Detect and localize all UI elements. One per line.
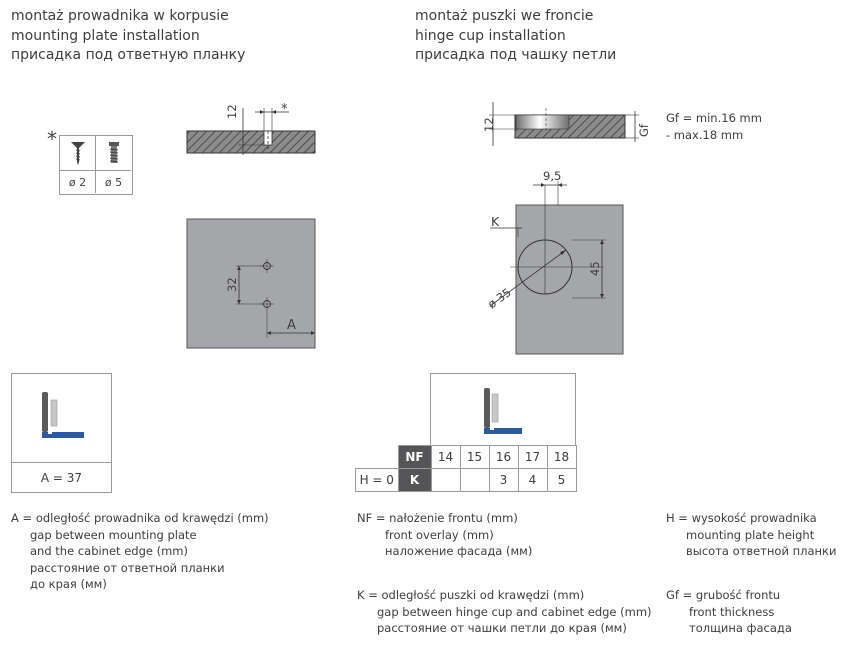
cup-section-diagram xyxy=(489,102,639,146)
left-heading-ru: присадка под ответную планку xyxy=(11,47,246,63)
k-value xyxy=(430,468,461,492)
left-heading: montaż prowadnika w korpusie mounting pl… xyxy=(11,7,245,66)
legend-a: A = odległość prowadnika od krawędzi (mm… xyxy=(11,510,269,593)
legend-k-en: gap between hinge cup and cabinet edge (… xyxy=(377,604,652,619)
legend-gf-ru: толщина фасада xyxy=(689,621,792,635)
legend-a-ru1: расстояние от ответной планки xyxy=(30,560,225,575)
plate-edge-label: A xyxy=(287,318,296,333)
legend-h: H = wysokość prowadnika mounting plate h… xyxy=(666,510,836,560)
k-value: 5 xyxy=(546,468,577,492)
table-row: NF 14 15 16 17 18 xyxy=(356,445,577,469)
k-header: K xyxy=(397,468,432,492)
cup-k-label: K xyxy=(491,214,500,229)
legend-h-ru: высота ответной планки xyxy=(686,544,837,558)
legend-a-ru2: до края (мм) xyxy=(30,577,107,591)
a-value-box: A = 37 xyxy=(11,373,112,493)
legend-gf-en: front thickness xyxy=(689,604,775,619)
cup-depth-label: 12 xyxy=(482,117,496,132)
nf-value: 17 xyxy=(517,445,548,469)
nf-value: 16 xyxy=(488,445,519,469)
legend-a-pl: A = odległość prowadnika od krawędzi (mm… xyxy=(11,511,269,525)
nf-value: 18 xyxy=(546,445,577,469)
k-value xyxy=(459,468,490,492)
right-heading-pl: montaż puszki we froncie xyxy=(415,8,594,24)
plate-depth-label: 12 xyxy=(225,104,239,119)
right-heading: montaż puszki we froncie hinge cup insta… xyxy=(415,7,616,66)
countersunk-screw-icon xyxy=(60,136,96,171)
legend-k: K = odległość puszki od krawędzi (mm) ga… xyxy=(357,587,652,637)
plate-section-diagram xyxy=(186,108,316,155)
screw-asterisk: * xyxy=(47,127,57,151)
cup-front-diagram xyxy=(489,181,624,355)
left-heading-pl: montaż prowadnika w korpusie xyxy=(11,8,229,24)
legend-nf: NF = nałożenie frontu (mm) front overlay… xyxy=(357,510,532,560)
legend-gf: Gf = grubość frontu front thickness толщ… xyxy=(666,587,792,637)
legend-a-en1: gap between mounting plate xyxy=(30,527,197,542)
legend-h-en: mounting plate height xyxy=(686,527,815,542)
plate-front-diagram xyxy=(186,218,316,349)
legend-h-pl: H = wysokość prowadnika xyxy=(666,511,817,525)
cup-gf-label: Gf xyxy=(637,124,651,137)
screw-diameter-2: ø 2 xyxy=(60,171,96,193)
nf-value: 14 xyxy=(430,445,461,469)
legend-k-pl: K = odległość puszki od krawędzi (mm) xyxy=(357,588,585,602)
right-heading-ru: присадка под чашку петли xyxy=(415,47,617,63)
hinge-plate-illustration xyxy=(12,374,111,463)
overlay-hinge-illustration xyxy=(430,373,576,446)
screw-diameter-5: ø 5 xyxy=(104,175,123,189)
screw-table: ø 2 ø 5 xyxy=(59,135,133,195)
legend-nf-ru: наложение фасада (мм) xyxy=(385,544,533,558)
nf-value: 15 xyxy=(459,445,490,469)
k-value: 3 xyxy=(488,468,519,492)
legend-a-en2: and the cabinet edge (mm) xyxy=(30,544,188,558)
table-row: H = 0 K 3 4 5 xyxy=(355,468,577,492)
gf-range-note: Gf = min.16 mm - max.18 mm xyxy=(666,110,762,144)
gf-max-note: - max.18 mm xyxy=(666,128,744,142)
left-heading-en: mounting plate installation xyxy=(11,27,200,44)
a-value: A = 37 xyxy=(40,470,83,485)
plate-asterisk: * xyxy=(281,102,288,117)
cup-height-label: 45 xyxy=(588,261,602,276)
legend-k-ru: расстояние от чашки петли до края (мм) xyxy=(377,621,627,635)
cup-offset-label: 9,5 xyxy=(543,169,562,183)
legend-nf-pl: NF = nałożenie frontu (mm) xyxy=(357,511,518,525)
k-value: 4 xyxy=(517,468,548,492)
plate-spacing-label: 32 xyxy=(225,277,239,292)
right-heading-en: hinge cup installation xyxy=(415,27,566,44)
legend-nf-en: front overlay (mm) xyxy=(385,527,494,542)
gf-min-note: Gf = min.16 mm xyxy=(666,111,762,125)
euro-screw-icon xyxy=(96,136,131,171)
overlay-table: NF 14 15 16 17 18 H = 0 K 3 4 5 xyxy=(355,445,577,492)
legend-gf-pl: Gf = grubość frontu xyxy=(666,588,781,602)
h-label: H = 0 xyxy=(355,468,399,492)
nf-header: NF xyxy=(397,445,432,469)
